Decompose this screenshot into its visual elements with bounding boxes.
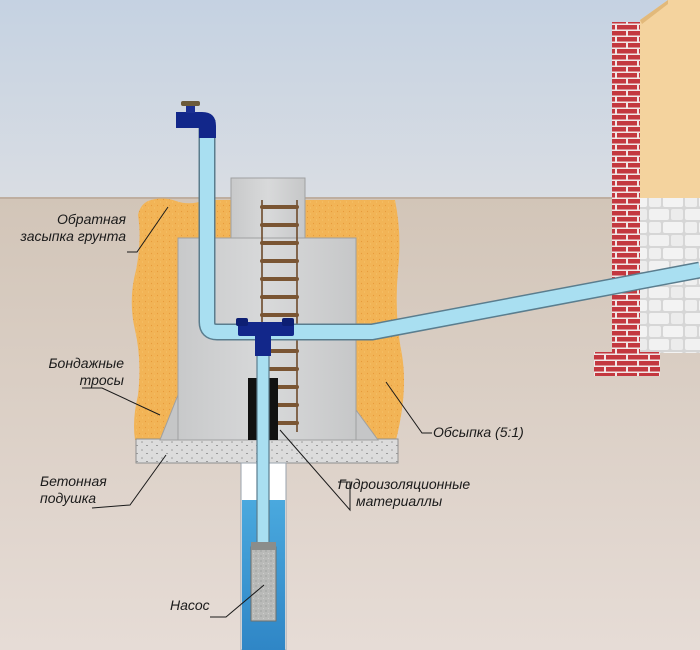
- waterproofing-strip-right: [268, 378, 278, 440]
- leader-cables: [82, 387, 161, 416]
- faucet-icon: [176, 101, 216, 138]
- leader-sprinkle: [385, 381, 432, 434]
- label-pump-text: Насос: [170, 597, 210, 613]
- tee-fitting-stem: [255, 332, 271, 356]
- sky: [0, 0, 700, 198]
- ring-flare-left: [159, 394, 179, 441]
- pump-pipe: [256, 339, 270, 551]
- label-concrete-pad-line1: Бетонная: [40, 473, 107, 489]
- waterproofing-strip-left: [248, 378, 258, 440]
- house-supply-pipe-fill: [270, 263, 700, 339]
- leader-waterproofing: [279, 429, 351, 512]
- house: [594, 0, 700, 376]
- label-cables-line1: Бондажные: [48, 355, 124, 371]
- leader-backfill: [127, 206, 169, 253]
- label-waterproofing-line1: Гидроизоляционные: [338, 476, 471, 492]
- label-backfill: Обратная засыпка грунта: [0, 211, 126, 245]
- riser-pipe-fill: [200, 120, 265, 339]
- pump-top: [251, 542, 276, 550]
- ring-flare-right: [355, 408, 379, 441]
- tee-fitting-cap-left: [236, 318, 248, 326]
- label-cables-line2: тросы: [79, 372, 124, 388]
- label-cables: Бондажные тросы: [0, 355, 124, 389]
- house-wall: [640, 0, 700, 200]
- tee-fitting-cap-right: [282, 318, 294, 326]
- label-backfill-line1: Обратная: [57, 211, 126, 227]
- label-sprinkle: Обсыпка (5:1): [433, 424, 524, 441]
- label-sprinkle-text: Обсыпка (5:1): [433, 424, 524, 440]
- house-wall-edge: [640, 0, 668, 24]
- leader-pump: [210, 584, 265, 618]
- leader-concrete-pad: [91, 454, 167, 509]
- brick-column: [612, 22, 640, 352]
- tee-fitting: [238, 322, 294, 336]
- label-backfill-line2: засыпка грунта: [20, 228, 126, 244]
- brick-footing: [594, 352, 660, 376]
- label-concrete-pad-line2: подушка: [40, 490, 97, 506]
- label-concrete-pad: Бетонная подушка: [40, 473, 107, 507]
- label-pump: Насос: [170, 597, 210, 614]
- label-waterproofing: Гидроизоляционные материаллы: [338, 476, 470, 510]
- leader-lines: [82, 206, 432, 618]
- label-waterproofing-line2: материаллы: [356, 493, 443, 509]
- pump: [250, 546, 277, 622]
